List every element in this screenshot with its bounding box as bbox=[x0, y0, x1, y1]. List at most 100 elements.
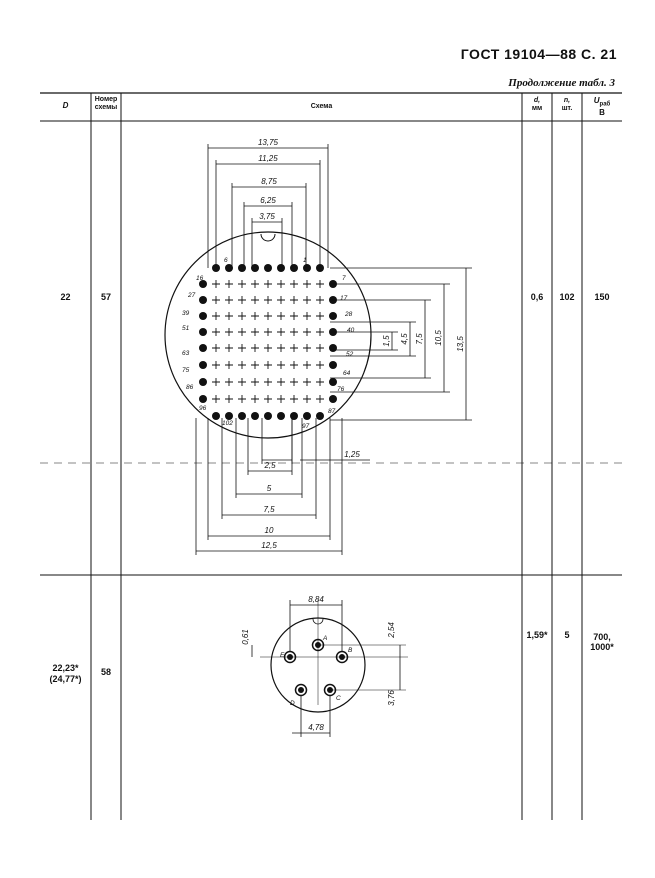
dimension-label: 11,25 bbox=[258, 154, 278, 163]
contact-cross bbox=[264, 361, 272, 369]
contact-cross bbox=[264, 328, 272, 336]
contact-pin bbox=[277, 412, 285, 420]
contact-pin bbox=[303, 264, 311, 272]
contact-cross bbox=[290, 344, 298, 352]
pin-label: 39 bbox=[182, 310, 190, 317]
contact-cross bbox=[264, 296, 272, 304]
contact-pin bbox=[251, 412, 259, 420]
col-header-scheme: Схема bbox=[310, 103, 333, 110]
row2-D-alt: (24,77*) bbox=[49, 674, 82, 684]
pin-label: 76 bbox=[337, 386, 345, 393]
contact-cross bbox=[277, 280, 285, 288]
contact-pin bbox=[264, 264, 272, 272]
dimension-label: 4,5 bbox=[400, 333, 409, 345]
pin-label: C bbox=[336, 695, 341, 702]
pin-label: 27 bbox=[187, 292, 196, 299]
contact-cross bbox=[212, 395, 220, 403]
contact-pin bbox=[225, 264, 233, 272]
col-header-n-label: n, bbox=[563, 97, 571, 104]
contact-cross bbox=[251, 296, 259, 304]
pin-label: D bbox=[290, 700, 295, 707]
key-notch bbox=[260, 233, 276, 242]
row1-n: 102 bbox=[559, 292, 575, 302]
contact-cross bbox=[316, 344, 324, 352]
contact-cross bbox=[251, 395, 259, 403]
pin-label: 64 bbox=[343, 370, 351, 377]
pin-label: A bbox=[322, 635, 327, 642]
contact-cross bbox=[225, 378, 233, 386]
contact-pin bbox=[238, 412, 246, 420]
contact-cross bbox=[303, 361, 311, 369]
contact-cross bbox=[316, 378, 324, 386]
row2-u: 700, 1000* bbox=[582, 632, 622, 652]
pin-label: B bbox=[348, 647, 353, 654]
dimension-label: 4,78 bbox=[308, 723, 324, 732]
contact-cross bbox=[212, 280, 220, 288]
contact-cross bbox=[264, 395, 272, 403]
contact-pin bbox=[277, 264, 285, 272]
connector-outline bbox=[164, 231, 372, 439]
contact-cross bbox=[303, 280, 311, 288]
contact-pin bbox=[264, 412, 272, 420]
contact-cross bbox=[212, 361, 220, 369]
contact-pin bbox=[251, 264, 259, 272]
col-header-d-unit: мм bbox=[531, 105, 543, 112]
contact-cross bbox=[290, 395, 298, 403]
contact-cross bbox=[251, 312, 259, 320]
dimension-label: 6,25 bbox=[260, 196, 276, 205]
contact-cross bbox=[277, 361, 285, 369]
contact-cross bbox=[303, 328, 311, 336]
contact-cross bbox=[238, 312, 246, 320]
contact-cross bbox=[277, 296, 285, 304]
contact-cross bbox=[316, 328, 324, 336]
contact-cross bbox=[212, 344, 220, 352]
contact-pin bbox=[329, 361, 337, 369]
contact-cross bbox=[264, 312, 272, 320]
col-header-n: n, шт. bbox=[552, 97, 582, 113]
contact-cross bbox=[225, 296, 233, 304]
row2-d: 1,59* bbox=[526, 630, 548, 640]
row2-D-value: 22,23* bbox=[52, 663, 79, 673]
contact-cross bbox=[290, 361, 298, 369]
contact-cross bbox=[238, 328, 246, 336]
contact-cross bbox=[316, 312, 324, 320]
contact-pin bbox=[199, 328, 207, 336]
contact-cross bbox=[225, 395, 233, 403]
contact-cross bbox=[212, 378, 220, 386]
pin-label: 1 bbox=[303, 257, 307, 264]
row1-u: 150 bbox=[594, 292, 610, 302]
dimension-label: 7,5 bbox=[263, 505, 275, 514]
pin-label: 86 bbox=[186, 384, 194, 391]
dimension-label: 12,5 bbox=[261, 541, 277, 550]
pin-label: 6 bbox=[224, 257, 228, 264]
contact-cross bbox=[303, 344, 311, 352]
page-header: ГОСТ 19104—88 С. 21 bbox=[460, 46, 617, 62]
contact-cross bbox=[251, 344, 259, 352]
contact-cross bbox=[251, 378, 259, 386]
dimension-label: 13,75 bbox=[258, 138, 279, 147]
contact-cross bbox=[225, 361, 233, 369]
col-header-u-sub: раб bbox=[599, 101, 611, 108]
contact-pin bbox=[225, 412, 233, 420]
pin-label: E bbox=[280, 652, 285, 659]
contact-pin bbox=[199, 296, 207, 304]
contact-cross bbox=[212, 296, 220, 304]
row2-u-alt: 1000* bbox=[590, 642, 614, 652]
dimension-label: 7,5 bbox=[415, 333, 424, 345]
contact-cross bbox=[212, 328, 220, 336]
contact-cross bbox=[316, 395, 324, 403]
pin-label: 102 bbox=[222, 420, 233, 427]
contact-cross bbox=[290, 296, 298, 304]
pin-label: 63 bbox=[182, 350, 190, 357]
contact-cross bbox=[277, 344, 285, 352]
row1-scheme-no: 57 bbox=[100, 292, 111, 302]
contact-cross bbox=[238, 344, 246, 352]
contact-cross bbox=[277, 328, 285, 336]
contact-cross bbox=[225, 280, 233, 288]
contact-cross bbox=[251, 280, 259, 288]
contact-cross bbox=[303, 296, 311, 304]
contact-pin bbox=[199, 344, 207, 352]
pin-label: 16 bbox=[196, 275, 204, 282]
pin-label: 28 bbox=[344, 311, 353, 318]
